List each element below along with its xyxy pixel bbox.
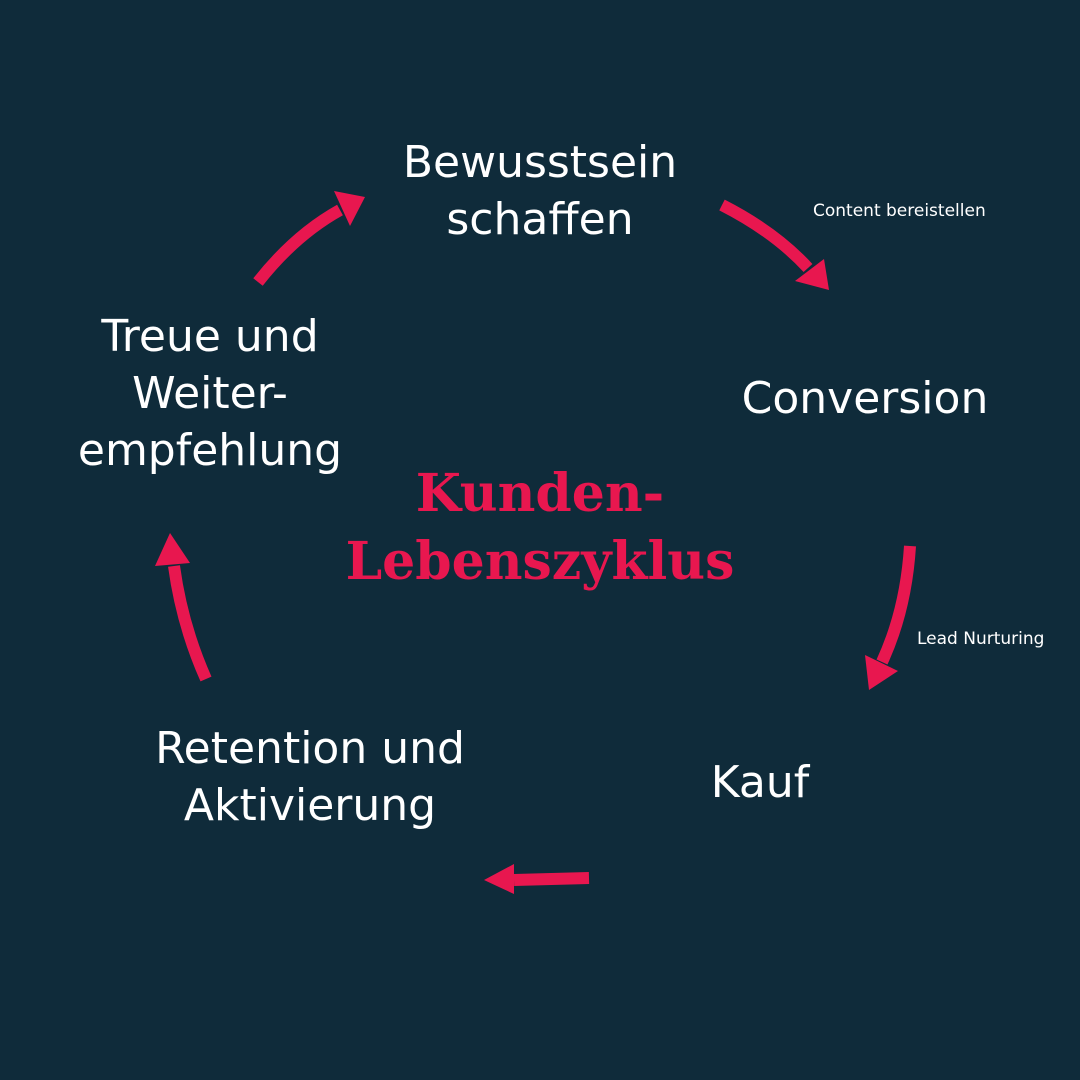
arrow-loyalty-to-awareness <box>253 191 365 286</box>
center-title-line2: Lebenszyklus <box>345 530 735 592</box>
stage-retention: Retention und Aktivierung <box>130 720 490 834</box>
stage-purchase: Kauf <box>680 754 840 811</box>
arrow-conversion-to-purchase <box>865 545 916 690</box>
stage-awareness-line2: schaffen <box>446 194 634 246</box>
stage-loyalty-line1: Treue und <box>101 311 319 362</box>
stage-loyalty: Treue und Weiter- empfehlung <box>50 308 370 480</box>
note-nurturing: Lead Nurturing <box>917 629 1045 649</box>
center-title: Kunden- Lebenszyklus <box>290 460 790 595</box>
stage-conversion: Conversion <box>715 370 1015 427</box>
stage-purchase-line1: Kauf <box>710 757 810 808</box>
center-title-line1: Kunden- <box>415 463 665 524</box>
arrow-purchase-to-retention <box>484 864 590 894</box>
stage-retention-line2: Aktivierung <box>183 780 437 832</box>
stage-loyalty-line2: Weiter- <box>132 368 288 420</box>
arrow-retention-to-loyalty <box>155 533 212 682</box>
stage-retention-line1: Retention und <box>155 723 465 774</box>
stage-awareness-line1: Bewusstsein <box>402 137 678 188</box>
stage-awareness: Bewusstsein schaffen <box>370 134 710 248</box>
arrow-awareness-to-conversion <box>719 199 829 290</box>
note-content: Content bereistellen <box>813 201 986 221</box>
stage-loyalty-line3: empfehlung <box>77 425 343 477</box>
stage-conversion-line1: Conversion <box>741 373 989 424</box>
